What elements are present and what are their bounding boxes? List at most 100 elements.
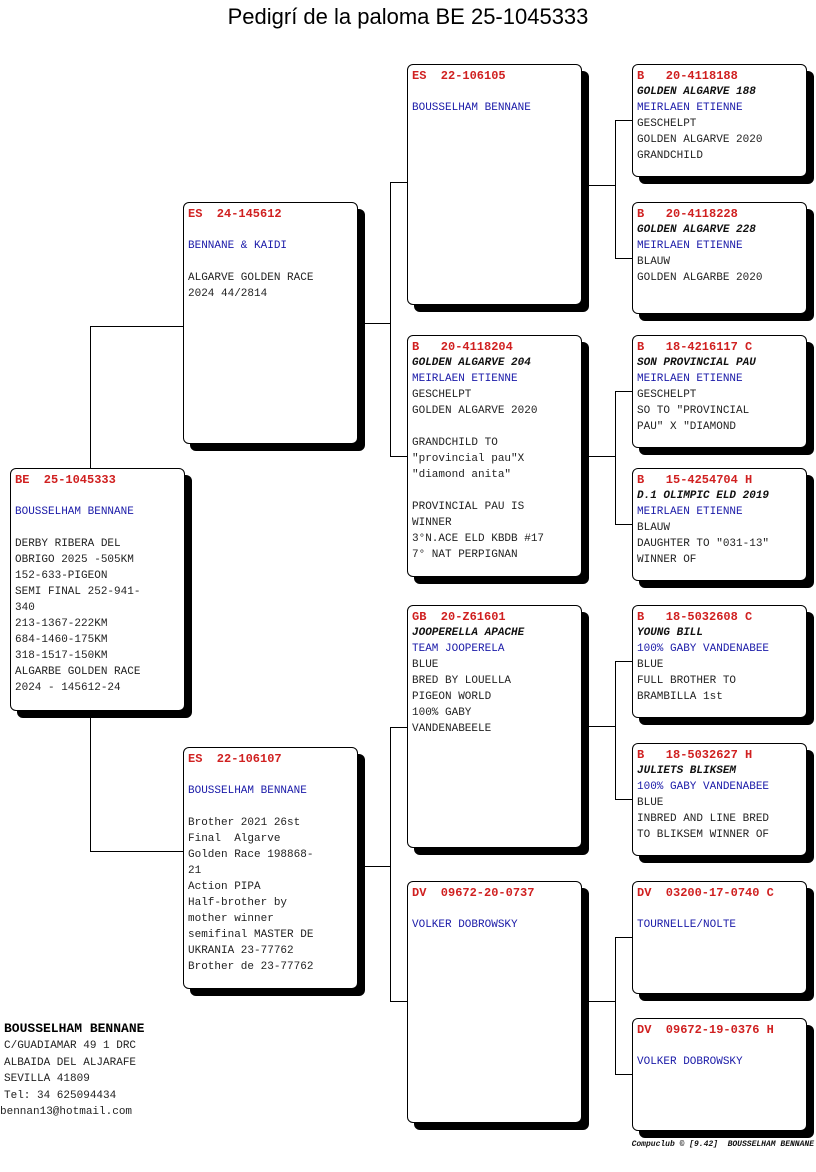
ring-number: BE 25-1045333 <box>15 473 116 487</box>
connector <box>615 120 632 121</box>
connector <box>365 323 391 324</box>
note-line: OBRIGO 2025 -505KM <box>15 554 134 566</box>
ring-number: ES 22-106105 <box>412 69 506 83</box>
pigeon-name: JULIETS BLIKSEM <box>637 765 737 777</box>
owner-name: 100% GABY VANDENABEE <box>637 643 770 655</box>
owner-name: BOUSSELHAM BENNANE <box>188 785 307 797</box>
note-line: BLUE <box>637 797 664 809</box>
note-line: BRAMBILLA 1st <box>637 691 723 703</box>
owner-name: MEIRLAEN ETIENNE <box>637 373 743 385</box>
connector <box>90 326 91 468</box>
connector <box>589 726 616 727</box>
connector <box>615 937 616 1075</box>
connector <box>390 456 407 457</box>
note-line: Golden Race 198868- <box>188 849 314 861</box>
connector <box>615 120 616 259</box>
connector <box>90 718 91 852</box>
ring-number: ES 24-145612 <box>188 207 282 221</box>
note-line: Final Algarve <box>188 833 281 845</box>
note-line: 3°N.ACE ELD KBDB #17 <box>412 533 545 545</box>
note-line: GESCHELPT <box>637 389 697 401</box>
connector <box>615 524 632 525</box>
pigeon-name: GOLDEN ALGARVE 204 <box>412 357 531 369</box>
breeder-address: C/GUADIAMAR 49 1 DRC <box>4 1040 137 1052</box>
note-line: 2024 44/2814 <box>188 288 268 300</box>
breeder-town: ALBAIDA DEL ALJARAFE <box>4 1056 137 1069</box>
spacer <box>15 488 180 504</box>
ring-number: B 18-5032608 C <box>637 610 753 624</box>
connector <box>90 326 183 327</box>
note-line: 2024 - 145612-24 <box>15 682 121 694</box>
note-line: GRANDCHILD TO <box>412 437 498 449</box>
note-line: Action PIPA <box>188 881 261 893</box>
connector <box>615 1074 632 1075</box>
ring-number: B 18-5032627 H <box>637 748 753 762</box>
owner-name: MEIRLAEN ETIENNE <box>637 102 743 114</box>
note-line: 100% GABY <box>412 707 472 719</box>
spacer <box>412 483 577 499</box>
owner-name: VOLKER DOBROWSKY <box>637 1056 743 1068</box>
spacer <box>412 84 577 100</box>
note-line: GESCHELPT <box>637 118 697 130</box>
spacer <box>188 767 353 783</box>
note-line: BLUE <box>637 659 664 671</box>
owner-name: TEAM JOOPERELA <box>412 643 505 655</box>
ring-number: DV 09672-20-0737 <box>412 886 535 900</box>
note-line: BLAUW <box>637 256 671 268</box>
pigeon-name: D.1 OLIMPIC ELD 2019 <box>637 490 770 502</box>
connector <box>615 799 632 800</box>
spacer <box>188 799 353 815</box>
pigeon-name: JOOPERELLA APACHE <box>412 627 525 639</box>
connector <box>589 456 616 457</box>
note-line: DAUGHTER TO "031-13" <box>637 538 770 550</box>
breeder-city: SEVILLA 41809 <box>4 1073 90 1085</box>
note-line: 7° NAT PERPIGNAN <box>412 549 518 561</box>
owner-name: VOLKER DOBROWSKY <box>412 919 518 931</box>
owner-name: BOUSSELHAM BENNANE <box>412 102 531 114</box>
connector <box>390 727 407 728</box>
note-line: ALGARVE GOLDEN RACE <box>188 272 314 284</box>
connector <box>615 258 632 259</box>
spacer <box>412 901 577 917</box>
note-line: GOLDEN ALGARVE 2020 <box>637 134 763 146</box>
connector <box>589 1001 616 1002</box>
connector <box>615 937 632 938</box>
note-line: INBRED AND LINE BRED <box>637 813 770 825</box>
note-line: 684-1460-175KM <box>15 634 108 646</box>
note-line: semifinal MASTER DE <box>188 929 314 941</box>
ring-number: DV 09672-19-0376 H <box>637 1023 774 1037</box>
ring-number: GB 20-Z61601 <box>412 610 506 624</box>
note-line: ALGARBE GOLDEN RACE <box>15 666 141 678</box>
note-line: 340 <box>15 602 35 614</box>
owner-name: TOURNELLE/NOLTE <box>637 919 737 931</box>
owner-name: MEIRLAEN ETIENNE <box>637 506 743 518</box>
pigeon-card-ddd: DV 09672-19-0376 H VOLKER DOBROWSKY <box>632 1018 807 1131</box>
connector <box>390 182 407 183</box>
spacer <box>637 1038 802 1054</box>
note-line: PROVINCIAL PAU IS <box>412 501 525 513</box>
pigeon-name: GOLDEN ALGARVE 188 <box>637 86 756 98</box>
note-line: Brother 2021 26st <box>188 817 301 829</box>
note-line: GESCHELPT <box>412 389 472 401</box>
note-line: "diamond anita" <box>412 469 512 481</box>
note-line: WINNER <box>412 517 452 529</box>
breeder-name: BOUSSELHAM BENNANE <box>4 1021 145 1036</box>
note-line: 152-633-PIGEON <box>15 570 108 582</box>
pigeon-name: GOLDEN ALGARVE 228 <box>637 224 756 236</box>
connector <box>390 182 391 457</box>
ring-number: B 15-4254704 H <box>637 473 753 487</box>
note-line: VANDENABEELE <box>412 723 492 735</box>
note-line: PIGEON WORLD <box>412 691 492 703</box>
connector <box>365 866 391 867</box>
pigeon-name: SON PROVINCIAL PAU <box>637 357 756 369</box>
software-credit: Compuclub © [9.42] BOUSSELHAM BENNANE <box>631 1140 814 1149</box>
